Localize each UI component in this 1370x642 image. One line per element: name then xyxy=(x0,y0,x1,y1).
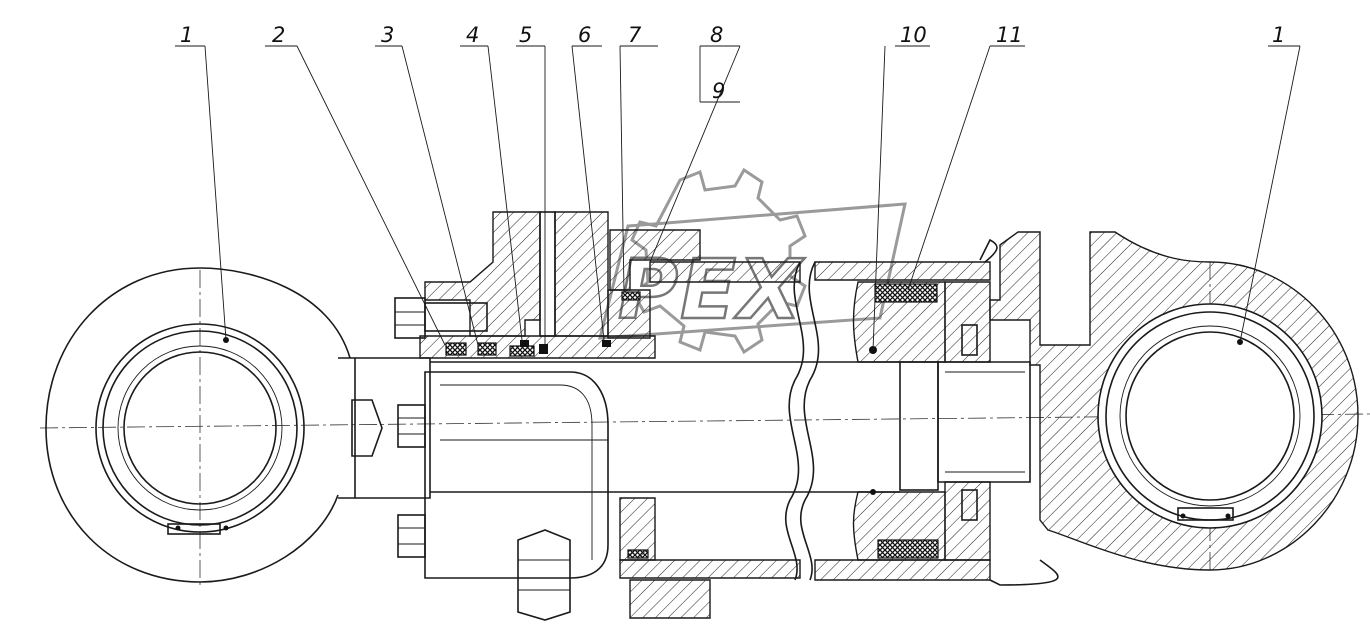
cylinder-tube xyxy=(619,238,998,619)
callout-8: 8 xyxy=(710,23,723,47)
callout-6: 6 xyxy=(578,23,591,47)
callout-7: 7 xyxy=(628,23,642,47)
watermark-gear-icon xyxy=(630,167,807,355)
gland-head xyxy=(394,211,701,559)
leader-lines xyxy=(175,45,1301,351)
callout-4: 4 xyxy=(466,23,479,47)
callout-9: 9 xyxy=(712,79,725,103)
callout-11: 11 xyxy=(996,23,1023,47)
callout-1-right: 1 xyxy=(1272,23,1285,47)
left-eye xyxy=(45,267,431,583)
callout-10: 10 xyxy=(900,23,927,47)
piston xyxy=(852,281,1031,561)
rear-eye xyxy=(989,231,1359,586)
callout-1-left: 1 xyxy=(180,23,193,47)
callout-5: 5 xyxy=(519,23,532,47)
callout-labels: 1 2 3 4 5 6 7 8 9 10 11 1 xyxy=(180,23,1285,103)
callout-2: 2 xyxy=(272,23,285,47)
callout-3: 3 xyxy=(381,23,394,47)
piston-rod xyxy=(397,361,900,621)
